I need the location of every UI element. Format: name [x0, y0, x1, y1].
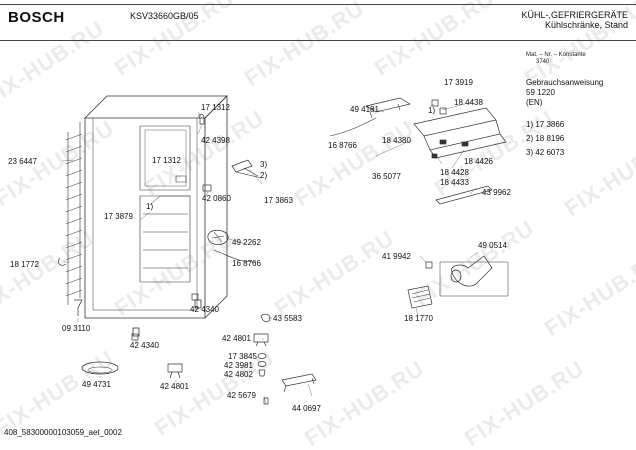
part-label-093110: 09 3110 [62, 324, 91, 333]
part-label-236447: 23 6447 [8, 157, 37, 166]
doc-label: Gebrauchsanweisung [526, 78, 604, 87]
constant-value: 3740 [536, 59, 550, 65]
leader-lines [61, 101, 479, 405]
part-label-494181: 49 4181 [350, 105, 379, 114]
part-label-168766-right: 16 8766 [328, 141, 357, 150]
document-footer-code: 408_58300000103059_aet_0002 [4, 428, 122, 437]
variant-marker-2: 2) [260, 171, 268, 180]
header-top-rule [0, 4, 636, 5]
part-label-423981: 42 3981 [224, 361, 253, 370]
part-label-424801-right: 42 4801 [222, 334, 251, 343]
fridge-cabinet [65, 95, 228, 337]
appliance-subcategory: Kühlschränke, Stand [544, 20, 628, 30]
constant-label: Mat. – Nr. – Konstante [526, 52, 586, 58]
part-label-184426: 18 4426 [464, 157, 493, 166]
part-label-173863: 17 3863 [264, 196, 293, 205]
part-label-184428: 18 4428 [440, 168, 469, 177]
part-label-181770: 18 1770 [404, 314, 433, 323]
part-label-494731: 49 4731 [82, 380, 111, 389]
part-label-419942: 41 9942 [382, 252, 411, 261]
info-panel: Mat. – Nr. – Konstante 3740 Gebrauchsanw… [526, 52, 636, 160]
part-label-492262: 49 2262 [232, 238, 261, 247]
part-label-424802: 42 4802 [224, 370, 253, 379]
brand-logo: BOSCH [8, 9, 65, 26]
doc-number: 59 1220 [526, 88, 555, 97]
part-label-173919: 17 3919 [444, 78, 473, 87]
part-label-424398: 42 4398 [201, 136, 230, 145]
part-label-439962: 43 9962 [482, 188, 511, 197]
part-label-424340-right: 42 4340 [190, 305, 219, 314]
appliance-category: KÜHL-,GEFRIERGERÄTE [521, 10, 628, 20]
part-label-184380: 18 4380 [382, 136, 411, 145]
part-label-173879: 17 3879 [104, 212, 133, 221]
variant-marker-1-right: 1) [428, 106, 436, 115]
variant-marker-3: 3) [260, 160, 268, 169]
part-label-424340-left: 42 4340 [130, 341, 159, 350]
part-label-425679: 42 5679 [227, 391, 256, 400]
variant-item-1: 1) 17 3866 [526, 120, 565, 129]
variant-list: 1) 17 3866 2) 18 8196 3) 42 6073 [526, 118, 636, 160]
part-label-420860: 42 0860 [202, 194, 231, 203]
part-label-184433: 18 4433 [440, 178, 469, 187]
part-label-171312-top: 17 1312 [201, 103, 230, 112]
part-label-365077: 36 5077 [372, 172, 401, 181]
part-label-424801-left: 42 4801 [160, 382, 189, 391]
part-label-440697: 44 0697 [292, 404, 321, 413]
part-label-435583: 43 5583 [273, 314, 302, 323]
variant-item-3: 3) 42 6073 [526, 148, 565, 157]
doc-block: Gebrauchsanweisung 59 1220 (EN) [526, 78, 636, 108]
model-number: KSV33660GB/05 [130, 11, 199, 21]
part-label-171312-inner: 17 1312 [152, 156, 181, 165]
part-label-181772: 18 1772 [10, 260, 39, 269]
doc-language: (EN) [526, 98, 543, 107]
part-label-490514: 49 0514 [478, 241, 507, 250]
variant-item-2: 2) 18 8196 [526, 134, 565, 143]
header-bottom-rule [0, 40, 636, 41]
part-label-184438: 18 4438 [454, 98, 483, 107]
part-label-168766-left: 16 8766 [232, 259, 261, 268]
variant-marker-1-left: 1) [146, 202, 154, 211]
small-parts [58, 97, 509, 405]
appliance-title: KÜHL-,GEFRIERGERÄTE Kühlschränke, Stand [521, 10, 628, 30]
part-label-173845: 17 3845 [228, 352, 257, 361]
